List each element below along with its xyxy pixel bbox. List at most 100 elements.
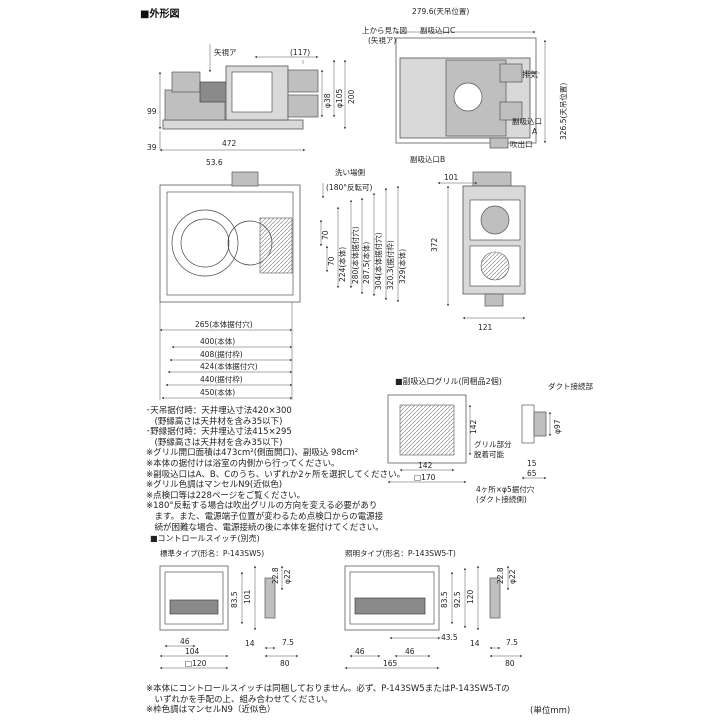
note-line: (野縁高さは天井材を含み35以下) bbox=[146, 416, 283, 427]
std-dim-46: 46 bbox=[180, 637, 190, 646]
section-title: ■外形図 bbox=[140, 7, 179, 20]
exhaust-duct bbox=[499, 63, 523, 83]
std-dim-22: φ22 bbox=[283, 569, 292, 584]
unit-label: (単位mm) bbox=[530, 706, 571, 716]
std-switch-plate bbox=[159, 565, 229, 631]
light-dim-7-5: 7.5 bbox=[506, 638, 518, 647]
wash-side-label: 洗い場側 bbox=[335, 167, 365, 177]
sub-inlet-a-duct bbox=[499, 101, 523, 121]
exhaust-label: 排気 bbox=[522, 69, 538, 79]
side-bottom-duct bbox=[484, 293, 504, 307]
dim-279-6: 279.6(天吊位置) bbox=[412, 6, 469, 16]
plan-view: 53.6 洗い場側 (180°反転可) 70 70 224(本体) 280(本体… bbox=[159, 158, 407, 400]
dim-38: φ38 bbox=[323, 93, 332, 108]
light-dim-22: φ22 bbox=[508, 569, 517, 584]
dim-326-5: 326.5(天吊位置) bbox=[558, 83, 568, 140]
std-dim-80: 80 bbox=[280, 659, 290, 668]
grille-duct-connector bbox=[533, 411, 547, 437]
unit-outline-top bbox=[395, 37, 537, 144]
dim-105: φ105 bbox=[335, 89, 344, 108]
duct-conn-label: ダクト接続部 bbox=[548, 381, 593, 391]
std-dim-101: 101 bbox=[243, 589, 252, 604]
note-line: ます。また、電源端子位置が変わるため点検口からの電源接 bbox=[146, 511, 384, 522]
holes-label: 4ヶ所×φ5据付穴 bbox=[476, 484, 535, 494]
note-line: ※副吸込口はA、B、Cのうち、いずれか2ヶ所を選択してください。 bbox=[146, 469, 406, 480]
dim-329: 329(本体) bbox=[397, 249, 407, 284]
note-line: ※グリル開口面積は473cm²(側面開口)、副吸込 98cm² bbox=[146, 448, 359, 459]
light-type-label: 照明タイプ(形名：P-143SW5-T) bbox=[345, 548, 456, 558]
light-dim-120: 120 bbox=[466, 589, 475, 604]
note-line: ※グリル色調はマンセルN9(近似色) bbox=[146, 480, 283, 491]
dim-320-3: 320.3(据付枠) bbox=[385, 240, 395, 290]
arrow-view-label: 矢視ア bbox=[214, 47, 237, 57]
bottom-note-line: いずれかを手配の上、組み合わせてください。 bbox=[146, 694, 333, 705]
side-upper-circle bbox=[480, 205, 510, 235]
top-duct bbox=[231, 171, 259, 187]
rotatable-label: (180°反転可) bbox=[326, 182, 372, 192]
std-dim-83-5: 83.5 bbox=[230, 591, 239, 608]
outlet-grille bbox=[259, 217, 293, 274]
terminal-box bbox=[171, 71, 201, 93]
grille-dim-65: 65 bbox=[527, 469, 537, 478]
switch-title: ■コントロールスイッチ(別売) bbox=[150, 533, 260, 543]
std-dim-120: □120 bbox=[185, 659, 207, 668]
grille-dim-170: □170 bbox=[414, 473, 436, 482]
dim-424: 424(本体据付穴) bbox=[200, 361, 258, 371]
dim-70a: 70 bbox=[321, 230, 330, 240]
bottom-note-line: ※枠色調はマンセルN9（近似色） bbox=[146, 705, 276, 716]
light-dim-80: 80 bbox=[505, 659, 515, 668]
std-dim-104: 104 bbox=[185, 647, 200, 656]
light-dim-92-5: 92.5 bbox=[453, 591, 462, 608]
front-elevation-view: 矢視ア (117) 99 39 472 φ38 φ105 200 bbox=[147, 44, 356, 152]
note-line: ※点検口等は228ページをご覧ください。 bbox=[146, 490, 306, 501]
duct-connector bbox=[231, 71, 273, 113]
from-above-label: 上から見た図 bbox=[362, 26, 407, 35]
dim-400: 400(本体) bbox=[200, 336, 235, 346]
grille-dim-142h: 142 bbox=[418, 461, 433, 470]
side-view: 101 372 121 bbox=[430, 171, 526, 332]
note-line: ※本体の据付けは浴室の内側から行ってください。 bbox=[146, 458, 340, 469]
dim-99: 99 bbox=[147, 107, 157, 116]
motor-unit bbox=[199, 81, 231, 103]
std-dim-7-5: 7.5 bbox=[282, 638, 294, 647]
grille-side-profile bbox=[521, 404, 535, 444]
dim-280: 280(本体据付穴) bbox=[350, 226, 360, 284]
dim-450: 450(本体) bbox=[200, 387, 235, 397]
ceiling-frame bbox=[162, 119, 304, 130]
grille-dim-97: φ97 bbox=[553, 419, 562, 434]
note-line: (野縁高さは天井材を含み35以下) bbox=[146, 437, 283, 448]
light-dim-46b: 46 bbox=[405, 647, 415, 656]
light-dim-22-8: 22.8 bbox=[496, 567, 505, 584]
switch-section: ■コントロールスイッチ(別売) 標準タイプ(形名：P-143SW5) 照明タイプ… bbox=[150, 533, 523, 670]
dim-440: 440(据付枠) bbox=[200, 374, 243, 384]
sub-inlet-b-label: 副吸込口B bbox=[410, 155, 445, 164]
sub-inlet-a-letter: A bbox=[532, 127, 538, 136]
outlet-label: 吹出口 bbox=[510, 139, 533, 149]
duct-lower bbox=[287, 94, 319, 118]
side-top-duct bbox=[472, 171, 512, 187]
dim-224: 224(本体) bbox=[337, 247, 347, 282]
dim-117: (117) bbox=[290, 48, 310, 57]
outlet-duct bbox=[489, 137, 509, 149]
dim-304: 304(本体据付穴) bbox=[373, 232, 383, 290]
fan-grille-left bbox=[171, 209, 239, 277]
fan-circle bbox=[453, 82, 483, 112]
dim-101: 101 bbox=[444, 173, 459, 182]
holes-note: (ダクト接続側) bbox=[476, 494, 527, 504]
dim-287-5: 287.5(本体) bbox=[361, 242, 371, 284]
light-switch-side bbox=[489, 577, 501, 619]
note-line: ･天吊据付時：天井埋込寸法420×300 bbox=[146, 406, 292, 416]
dim-39: 39 bbox=[147, 143, 157, 152]
dim-200: 200 bbox=[347, 89, 356, 104]
install-notes: ･天吊据付時：天井埋込寸法420×300 (野縁高さは天井材を含み35以下) ･… bbox=[146, 406, 405, 533]
light-dim-46a: 46 bbox=[355, 647, 365, 656]
dim-70b: 70 bbox=[327, 256, 336, 266]
grille-dim-15: 15 bbox=[527, 459, 537, 468]
dim-408: 408(据付枠) bbox=[200, 349, 243, 359]
duct-upper bbox=[287, 69, 319, 93]
sub-inlet-c-label: 副吸込口C bbox=[420, 26, 455, 35]
grille-part-label: グリル部分 bbox=[474, 439, 512, 449]
grille-title: ■副吸込口グリル(同梱品2個) bbox=[395, 376, 502, 386]
